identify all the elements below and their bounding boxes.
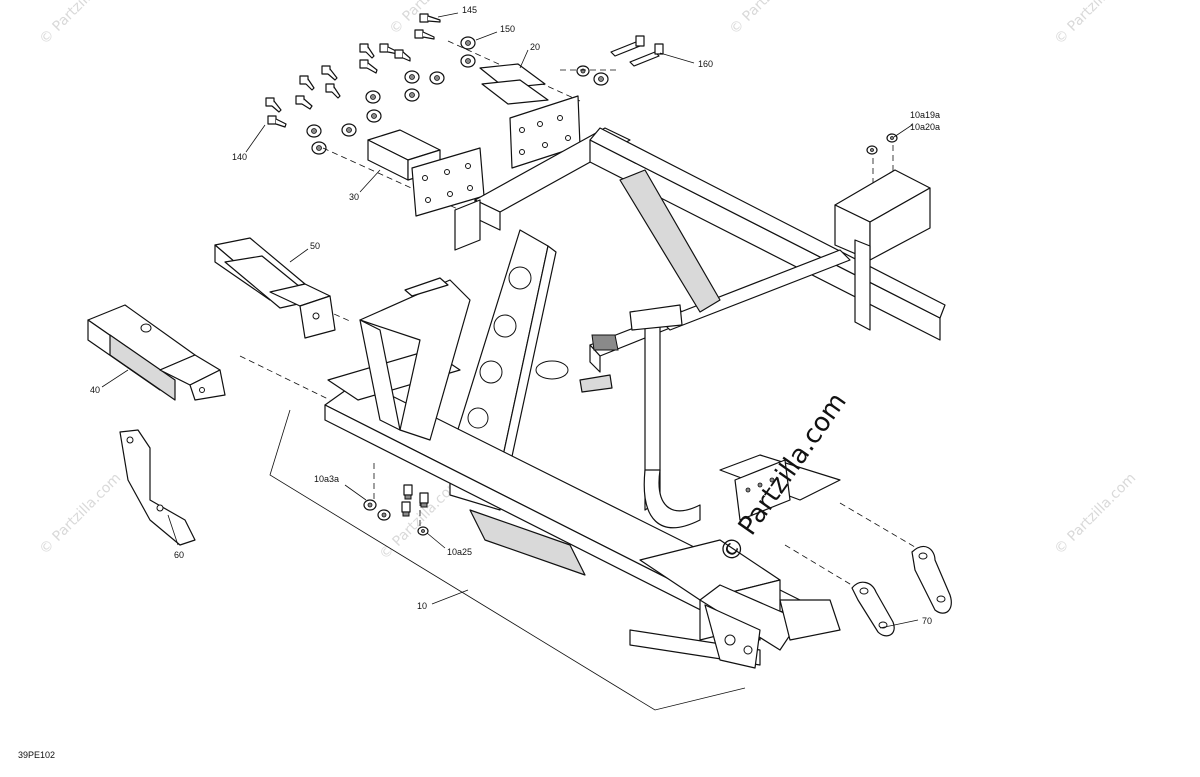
- callout-30: 30: [349, 192, 359, 202]
- bolt: [321, 65, 338, 81]
- bolt: [394, 49, 411, 62]
- nut: [404, 70, 420, 84]
- nut: [429, 71, 445, 85]
- callout-140: 140: [232, 152, 247, 162]
- callout-10a3a: 10a3a: [314, 474, 339, 484]
- callout-40: 40: [90, 385, 100, 395]
- watermarks: © Partzilla.com © Partzilla.com © Partzi…: [37, 0, 1140, 563]
- callout-50: 50: [310, 241, 320, 251]
- nut-150: [460, 36, 476, 50]
- diagram-code: 39PE102: [18, 750, 55, 760]
- watermark: © Partzilla.com: [1052, 0, 1140, 48]
- bolt: [359, 59, 378, 74]
- long-bolt-160: [610, 35, 664, 67]
- bracket-30: [367, 129, 485, 217]
- watermark: © Partzilla.com: [727, 0, 815, 38]
- watermark: © Partzilla.com: [37, 0, 125, 48]
- nut: [404, 88, 420, 102]
- callout-10: 10: [417, 601, 427, 611]
- callout-10a20a: 10a20a: [910, 122, 940, 132]
- bracket-50: [214, 237, 336, 339]
- callout-10a25: 10a25: [447, 547, 472, 557]
- plates-70: [851, 546, 952, 637]
- nut: [341, 123, 357, 137]
- bolt: [299, 75, 315, 91]
- callout-10a19a: 10a19a: [910, 110, 940, 120]
- callout-145: 145: [462, 5, 477, 15]
- bolt: [325, 83, 341, 99]
- watermark: © Partzilla.com: [1052, 470, 1140, 558]
- nut-10a19a: [866, 145, 878, 155]
- nut: [311, 141, 327, 155]
- leader-lines: [101, 12, 919, 711]
- nut-10a20a: [886, 133, 898, 143]
- bolt: [359, 43, 375, 59]
- bolt: [265, 97, 282, 113]
- fasteners-10a3a: [363, 484, 429, 536]
- callout-60: 60: [174, 550, 184, 560]
- bolt-cluster: [265, 13, 664, 155]
- nut: [593, 72, 609, 86]
- nut: [365, 90, 381, 104]
- nut: [460, 54, 476, 68]
- callout-150: 150: [500, 24, 515, 34]
- bolt-140: [267, 115, 287, 128]
- main-frame-10: [324, 127, 946, 669]
- bracket-60: [119, 429, 196, 546]
- callout-labels: 145 150 20 160 140 30 10a19a 10a20a 50 4…: [90, 5, 940, 626]
- callout-160: 160: [698, 59, 713, 69]
- plate-20: [479, 63, 581, 169]
- bracket-40: [87, 304, 226, 401]
- callout-70: 70: [922, 616, 932, 626]
- nut: [576, 65, 590, 77]
- bolt: [295, 95, 313, 110]
- bolt: [414, 29, 435, 40]
- bolt-145: [419, 13, 441, 23]
- nut: [306, 124, 322, 138]
- nut: [366, 109, 382, 123]
- watermark: © Partzilla.com: [37, 470, 125, 558]
- callout-20: 20: [530, 42, 540, 52]
